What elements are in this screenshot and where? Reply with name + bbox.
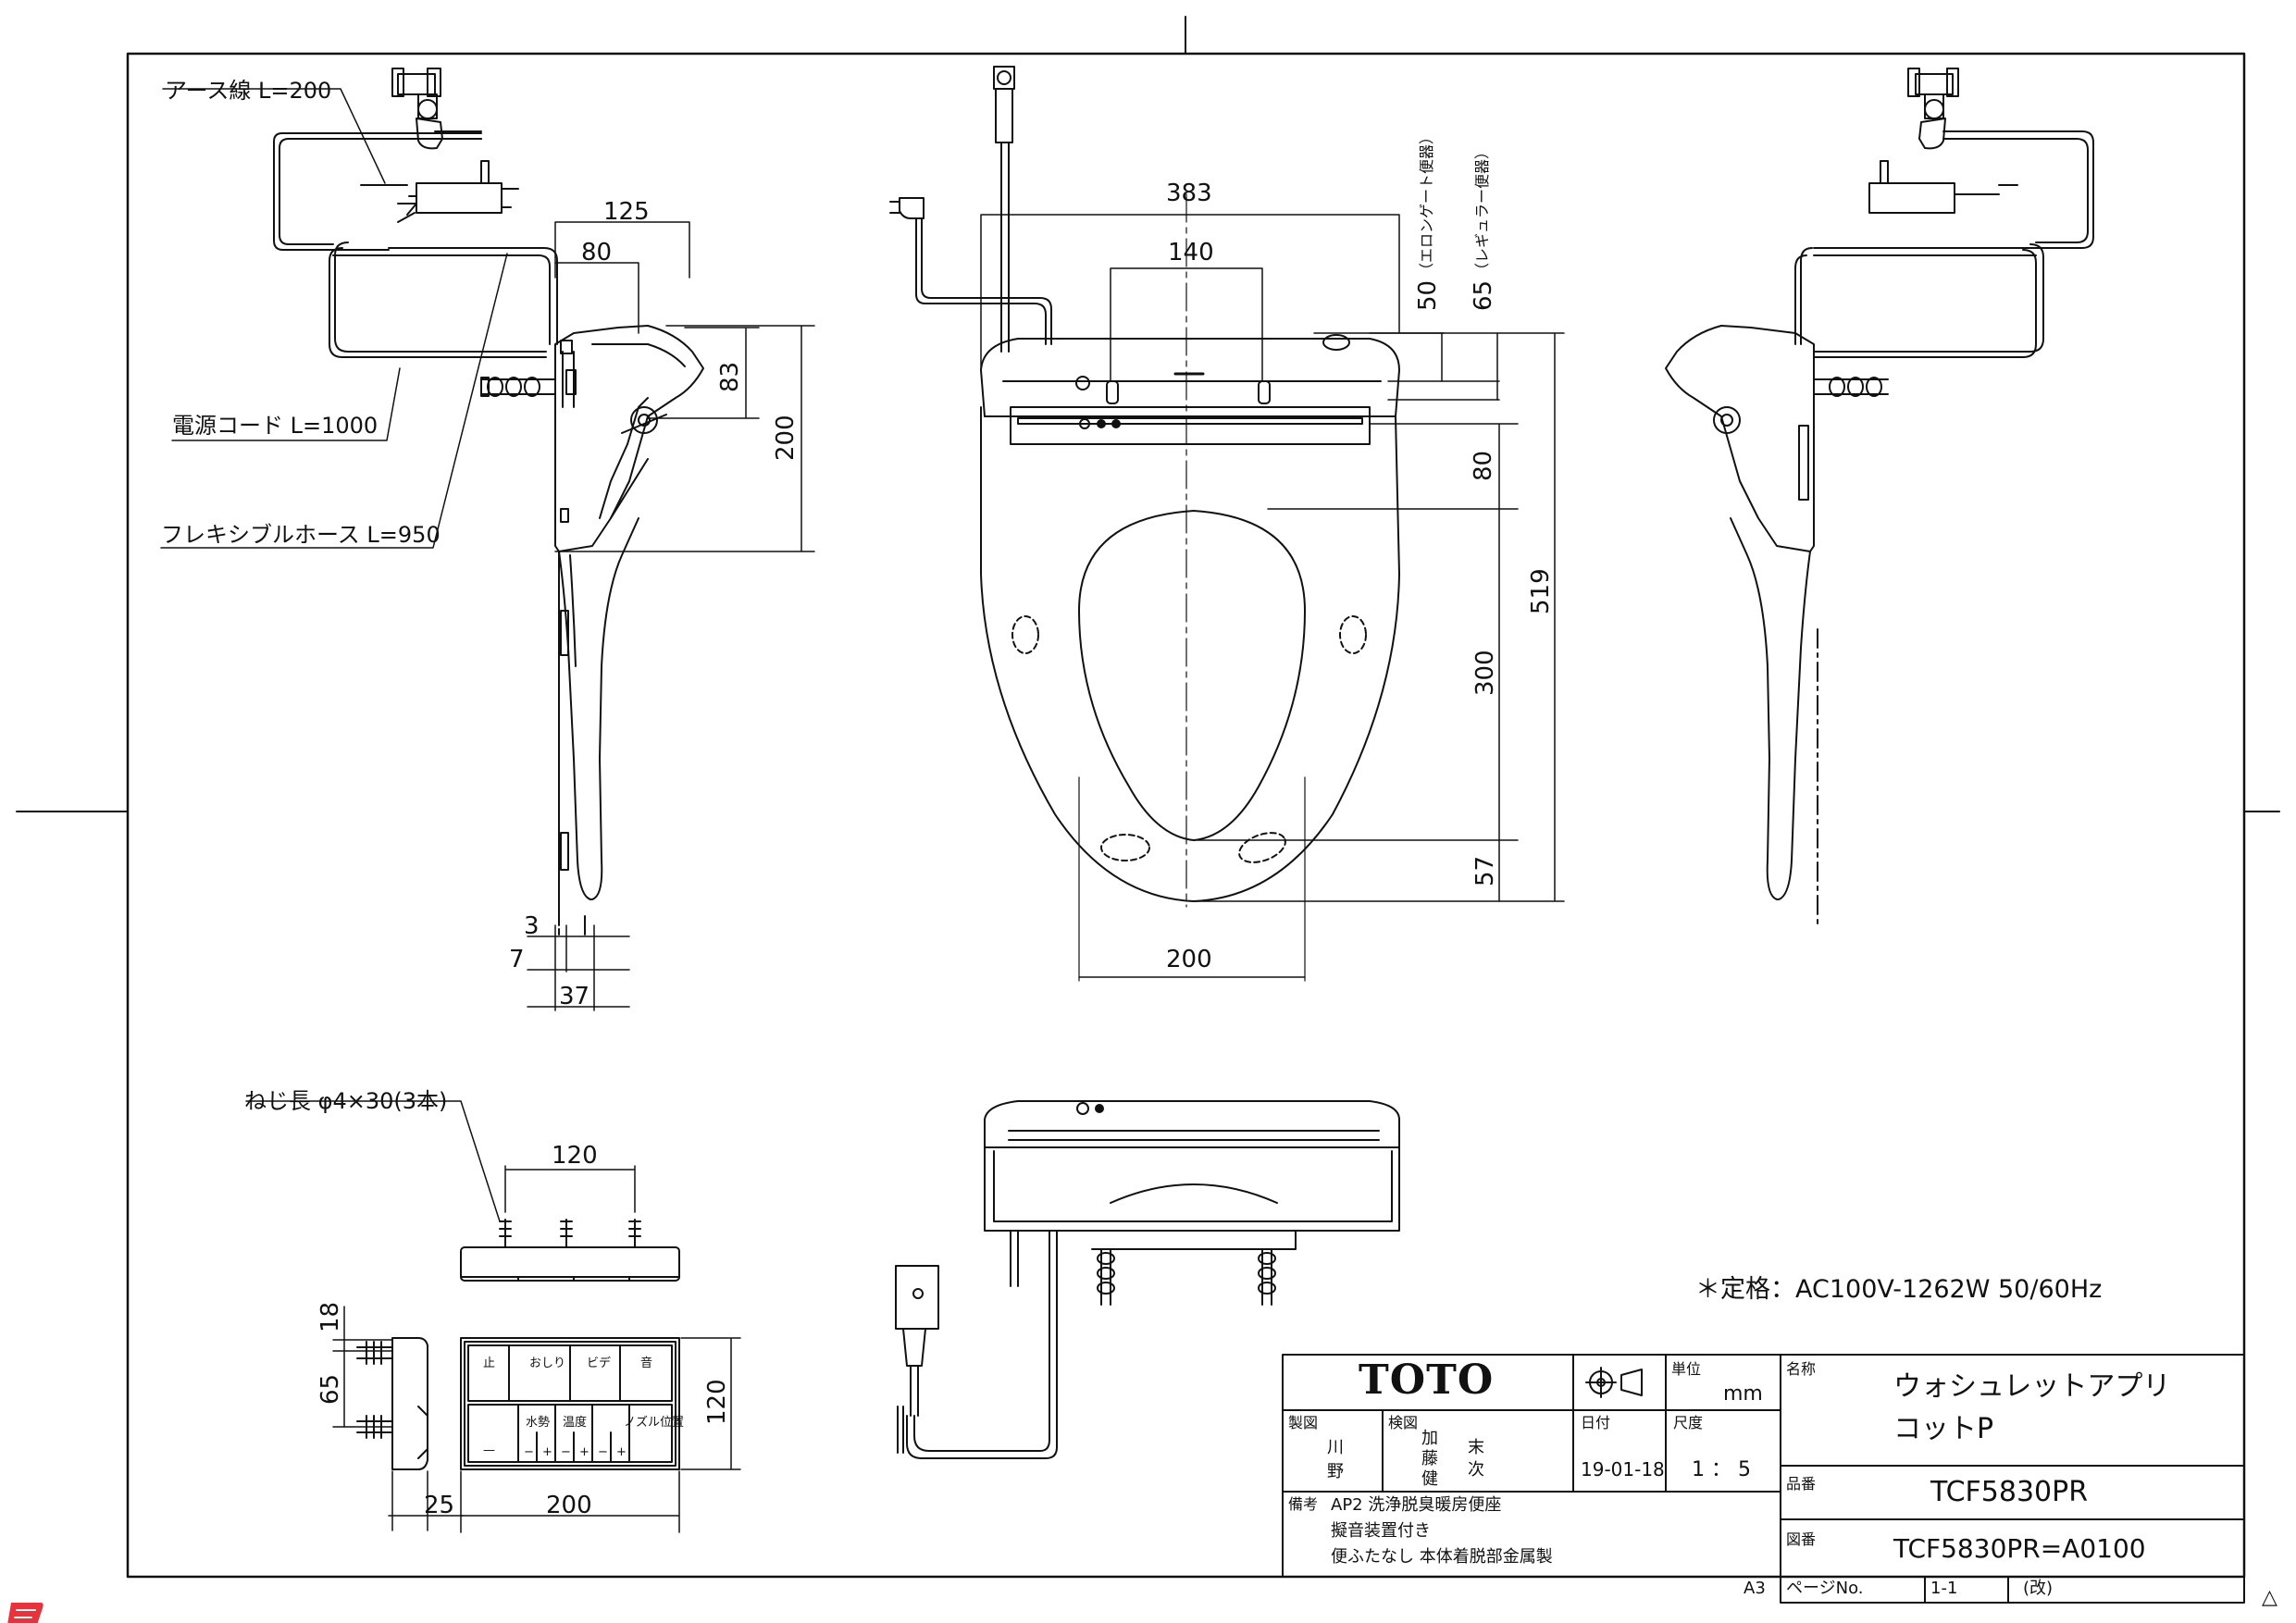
dim-50: 50: [1414, 279, 1442, 311]
remote-group-pressure: 水勢: [526, 1416, 551, 1430]
right-side-view: [1665, 68, 2094, 926]
checked-name-1: 加: [1421, 1429, 1438, 1448]
dim-519: 519: [1527, 568, 1555, 614]
remote-btn-bidet: ビデ: [587, 1357, 612, 1370]
earth-wire-callout: アース線 L=200: [165, 78, 332, 104]
remote-sign-1: −: [524, 1445, 534, 1459]
scale-label: 尺度: [1673, 1414, 1704, 1431]
dim-300: 300: [1471, 650, 1499, 696]
checked-name-3: 健: [1421, 1469, 1438, 1489]
name-label: 名称: [1786, 1360, 1817, 1378]
checked-name-2: 藤: [1421, 1449, 1438, 1468]
drawing-no: TCF5830PR=A0100: [1893, 1533, 2146, 1564]
dim-200-remote: 200: [546, 1492, 592, 1519]
note-line-3: 便ふたなし 本体着脱部金属製: [1331, 1547, 1553, 1567]
sheet-frame: [16, 16, 2280, 1579]
product-no: TCF5830PR: [1930, 1476, 2089, 1508]
checked-label: 検図: [1388, 1414, 1419, 1431]
remote-sign-6: +: [616, 1445, 627, 1459]
drawing-no-label: 図番: [1786, 1530, 1817, 1548]
scale-value: 1 ： 5: [1692, 1458, 1751, 1481]
remote-bracket: [245, 1100, 680, 1282]
remote-sign-5: −: [598, 1445, 608, 1459]
side-dimension-lines: [160, 88, 815, 1011]
dim-200-side: 200: [772, 415, 800, 461]
rear-view: [895, 1100, 1400, 1459]
dim-65: 65: [1470, 279, 1497, 311]
drawn-label: 製図: [1288, 1414, 1319, 1431]
title-block-lines: [1282, 1354, 2245, 1604]
page-label: ページNo.: [1786, 1579, 1864, 1598]
front-view: [889, 66, 1565, 982]
dim-65-remote: 65: [316, 1373, 344, 1405]
left-side-view: [160, 68, 815, 1011]
dim-120-bracket: 120: [552, 1142, 598, 1170]
checked-name-4: 末: [1468, 1438, 1484, 1457]
stamp-mark: [7, 1603, 43, 1623]
dim-57: 57: [1471, 855, 1499, 886]
product-name-line1: ウォシュレットアプリ: [1893, 1370, 2171, 1403]
front-dimension-lines: [980, 214, 1565, 978]
note-line-1: AP2 洗浄脱臭暖房便座: [1331, 1495, 1502, 1515]
flexible-hose-callout: フレキシブルホース L=950: [161, 522, 441, 548]
dim-3: 3: [524, 912, 540, 940]
dim-140: 140: [1168, 239, 1214, 266]
remote-group-nozzle: ノズル位置: [624, 1416, 685, 1430]
dim-50-note: （エロンゲート便器）: [1418, 129, 1435, 278]
power-cord-callout: 電源コード L=1000: [172, 413, 379, 439]
dim-200-front: 200: [1166, 946, 1212, 973]
remote-btn-stop: 止: [483, 1357, 496, 1370]
screw-callout: ねじ長 φ4×30(3本): [244, 1088, 448, 1114]
note-line-2: 擬音装置付き: [1331, 1521, 1431, 1541]
remote-btn-sound: 音: [640, 1357, 653, 1370]
remote-sign-4: +: [579, 1445, 590, 1459]
dim-7: 7: [509, 946, 525, 973]
product-no-label: 品番: [1786, 1475, 1817, 1493]
remote-group-temperature: 温度: [563, 1416, 588, 1430]
product-name-line2: コットP: [1893, 1413, 1994, 1445]
dim-120-remote: 120: [703, 1379, 731, 1425]
dim-18: 18: [316, 1301, 344, 1332]
sheet-size: A3: [1744, 1579, 1766, 1598]
remote-side-view: [332, 1306, 464, 1531]
remote-bottom-mark: —: [483, 1443, 495, 1457]
dim-383: 383: [1166, 180, 1212, 207]
unit-label: 単位: [1671, 1360, 1702, 1378]
dim-83: 83: [716, 361, 744, 392]
unit-value: mm: [1723, 1382, 1763, 1406]
corner-mark: △: [2262, 1586, 2277, 1609]
notes-label: 備考: [1288, 1495, 1319, 1513]
rating-note: ＊定格：AC100V-1262W 50/60Hz: [1695, 1275, 2103, 1304]
revision-label: (改): [2023, 1579, 2054, 1598]
dim-37: 37: [559, 983, 590, 1010]
remote-sign-2: +: [542, 1445, 552, 1459]
remote-front-view: [460, 1337, 741, 1533]
remote-sign-3: −: [561, 1445, 571, 1459]
dim-65-note: （レギュラー便器）: [1473, 143, 1491, 278]
dim-80-front: 80: [1470, 450, 1497, 481]
remote-btn-rear: おしり: [529, 1357, 566, 1370]
dim-125: 125: [603, 198, 650, 226]
page-value: 1-1: [1930, 1579, 1958, 1598]
dim-80-side: 80: [581, 239, 613, 266]
checked-name-5: 次: [1468, 1460, 1484, 1480]
toto-logo: TOTO: [1359, 1357, 1495, 1404]
drawn-name-1: 川: [1327, 1438, 1344, 1457]
date-label: 日付: [1581, 1414, 1611, 1431]
drawn-name-2: 野: [1327, 1462, 1344, 1481]
date-value: 19-01-18: [1581, 1458, 1665, 1481]
dim-25: 25: [424, 1492, 455, 1519]
